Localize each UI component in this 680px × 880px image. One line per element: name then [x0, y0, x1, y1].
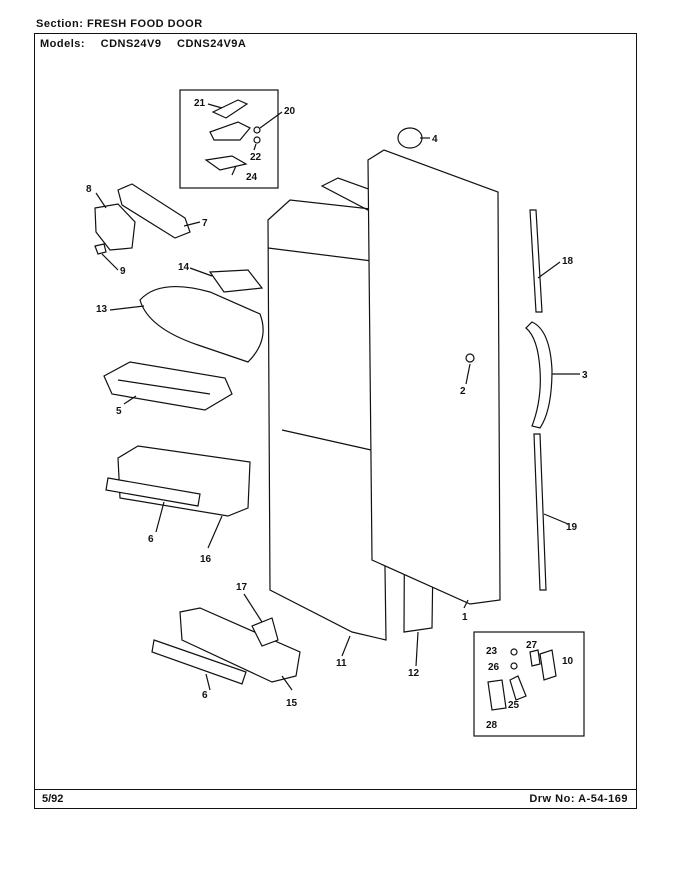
callout-8: 8: [86, 184, 92, 195]
revision-date: 5/92: [42, 793, 64, 805]
handle-bracket: [117, 183, 191, 239]
section-label: Section:: [36, 18, 84, 30]
callout-15: 15: [286, 698, 298, 709]
callout-16: 16: [200, 554, 212, 565]
door-handle: [525, 321, 553, 429]
footer-bar: [34, 789, 637, 809]
callout-7: 7: [202, 218, 208, 229]
drawing-frame: [34, 33, 637, 809]
callout-19: 19: [566, 522, 578, 533]
callout-1: 1: [462, 612, 468, 623]
models-label: Models:: [40, 38, 86, 50]
drawing-label: Drw No:: [529, 793, 575, 805]
egg-tray: [103, 361, 233, 411]
bin-retainer: [251, 617, 279, 647]
model-1: CDNS24V9: [100, 38, 162, 50]
callout-9: 9: [120, 266, 126, 277]
models-line: Models: CDNS24V9 CDNS24V9A: [40, 38, 258, 50]
inset-pin: [529, 649, 541, 667]
model-2: CDNS24V9A: [177, 38, 247, 50]
callout-26: 26: [488, 662, 500, 673]
callout-20: 20: [284, 106, 296, 117]
lower-bin-trim: [151, 639, 247, 685]
callout-28: 28: [486, 720, 498, 731]
leader-lines: [95, 103, 580, 691]
inner-liner: [267, 199, 387, 641]
handle-trim-upper: [529, 209, 543, 313]
callout-13: 13: [96, 304, 108, 315]
callout-6b: 6: [202, 690, 208, 701]
dairy-cover: [139, 286, 264, 363]
callout-10: 10: [562, 656, 574, 667]
callout-5: 5: [116, 406, 122, 417]
bracket-mount: [94, 203, 136, 251]
cam-inset-box: [473, 631, 585, 737]
callout-11: 11: [336, 658, 347, 669]
closer-cam: [487, 679, 507, 711]
callout-6a: 6: [148, 534, 154, 545]
bin-trim: [105, 477, 201, 507]
hinge-inset-box: [179, 89, 279, 189]
callout-24: 24: [246, 172, 258, 183]
hinge-cap: [397, 127, 423, 149]
callout-23: 23: [486, 646, 498, 657]
handle-trim-lower: [533, 433, 547, 591]
egg-tray-ridge: [117, 379, 211, 395]
door-bin: [117, 445, 251, 517]
shelf-cap: [208, 269, 264, 293]
callout-21: 21: [194, 98, 206, 109]
screw: [94, 243, 107, 255]
inset-spacer: [510, 662, 518, 670]
liner-top-rail: [267, 247, 381, 263]
hinge-plate: [209, 121, 251, 141]
callout-2: 2: [460, 386, 466, 397]
cam-bracket: [539, 649, 557, 681]
callout-4: 4: [432, 134, 438, 145]
door-stop: [465, 353, 475, 363]
callout-14: 14: [178, 262, 190, 273]
lower-bin: [179, 607, 301, 683]
callout-3: 3: [582, 370, 588, 381]
liner-shelf: [281, 429, 381, 453]
section-value: FRESH FOOD DOOR: [86, 18, 203, 30]
callout-22: 22: [250, 152, 262, 163]
drawing-number: Drw No: A-54-169: [529, 793, 628, 805]
callout-25: 25: [508, 700, 520, 711]
hinge-pin: [253, 126, 261, 134]
callout-18: 18: [562, 256, 574, 267]
drawing-value: A-54-169: [578, 793, 628, 805]
hinge-shim: [204, 155, 248, 171]
callout-27: 27: [526, 640, 538, 651]
inset-washer: [510, 648, 518, 656]
section-title: Section: FRESH FOOD DOOR: [36, 18, 203, 30]
hinge-cover: [211, 99, 249, 119]
door-closer: [509, 675, 527, 701]
outer-door: [367, 149, 501, 605]
callout-12: 12: [408, 668, 420, 679]
hinge-washer: [253, 136, 261, 144]
callout-17: 17: [236, 582, 248, 593]
